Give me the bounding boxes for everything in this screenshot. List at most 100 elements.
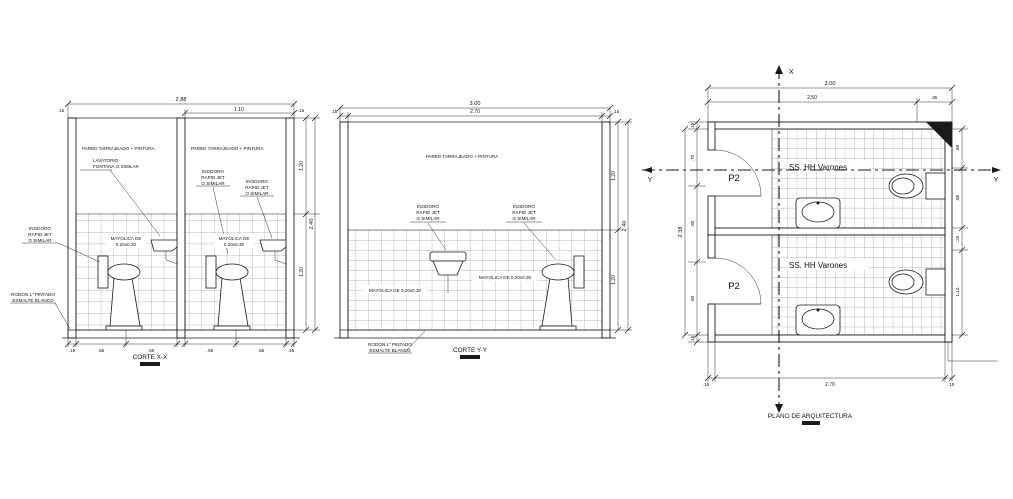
sink-plan-view [795, 197, 841, 229]
dim-top-total: 3.00 [825, 81, 836, 87]
dim-right: .85 [955, 194, 960, 201]
label-lavatorio: LAVATORIO [93, 158, 119, 163]
label-mayolica: MAYOLICA DE 0.20x0.30 [479, 275, 532, 280]
axis-arrow-up [775, 65, 783, 74]
corner-triangle-marker [926, 122, 952, 148]
dim-bottom: .15 [288, 348, 295, 353]
dimension-lines [681, 84, 968, 382]
wall-left [707, 234, 716, 259]
dim-left: .15 [690, 335, 695, 342]
axis-label-y: Y [648, 177, 653, 184]
label-pared: PARED TARRAJEADO + PINTURA [82, 146, 156, 151]
dim-height-total: 2.40 [309, 219, 315, 230]
dim-wall: .15 [613, 109, 620, 114]
door-tag: P2 [728, 173, 740, 184]
label-mask [787, 161, 869, 172]
label-mask [106, 234, 146, 248]
scale-bar [460, 355, 480, 359]
label-inodoro: RAPID JET [201, 175, 225, 180]
scale-bar [140, 362, 160, 366]
corte-xx-section: PARED TARRAJEADO + PINTURA PARED TARRAJE… [10, 97, 320, 366]
dim-bottom: 2.70 [825, 382, 835, 388]
axis-arrow-right [992, 167, 1001, 173]
wall-right [944, 121, 953, 343]
label-rodon: RODON 1" PINTADO [368, 342, 412, 347]
label-mask [363, 286, 427, 294]
dim-bottom: .15 [948, 382, 955, 387]
sink-front-view [429, 251, 467, 293]
dim-bottom: .55 [148, 348, 155, 353]
dim-left: .70 [690, 154, 695, 161]
corte-yy-section: PARED TARRAJEADO + PINTURA INODORO RAPID… [331, 101, 632, 359]
wall-left [707, 303, 716, 343]
label-mask [214, 234, 254, 248]
wall-middle [176, 117, 186, 339]
dim-bottom: .15 [69, 348, 76, 353]
door-tag: P2 [728, 281, 740, 292]
label-inodoro: RAPID JET [245, 185, 269, 190]
dim-bottom: .55 [207, 348, 214, 353]
dim-bottom: .55 [258, 348, 265, 353]
dim-left-total: 2.38 [678, 227, 684, 238]
section-title: CORTE Y-Y [453, 347, 488, 354]
toilet-plan-view [888, 268, 946, 296]
label-mask [787, 259, 869, 270]
dim-bottom: .55 [98, 348, 105, 353]
label-mayolica: 0.20x0.30 [224, 242, 245, 247]
service-line [947, 342, 998, 362]
axis-arrow-down [775, 404, 783, 413]
toilet-side-view [205, 255, 251, 331]
axis-label-y: Y [994, 177, 999, 184]
room-name: SS. HH Varones [789, 261, 847, 270]
label-mayolica: MAYOLICA DE 0.20x0.30 [369, 288, 422, 293]
label-rodon: RODON 1" PINTADO [11, 292, 55, 297]
leader-lines [10, 169, 274, 330]
dim-height-total: 2.40 [622, 221, 628, 232]
dim-wall: .15 [58, 108, 65, 113]
dim-height-upper: 1.20 [299, 161, 305, 171]
sink-side-view [259, 239, 287, 265]
label-inodoro: RAPID JET [28, 232, 52, 237]
dim-right: .60 [955, 144, 960, 151]
dim-left: .15 [690, 122, 695, 129]
label-lavatorio: FONTANA O SIMILAR [93, 164, 140, 169]
scale-bar [802, 421, 820, 425]
sink-plan-view [795, 304, 841, 336]
label-inodoro: O SIMILAR [201, 181, 225, 186]
leader-lines [368, 221, 557, 354]
label-inodoro: INODORO [513, 204, 535, 209]
label-inodoro: INODORO [246, 179, 268, 184]
label-rodon: ESMALTE BLANCO [12, 298, 54, 303]
label-inodoro: RAPID JET [512, 210, 536, 215]
label-inodoro: INODORO [29, 226, 51, 231]
plan-title: PLANO DE ARQUITECTURA [768, 413, 853, 420]
wall-left [339, 121, 349, 339]
toilet-side-view [97, 255, 143, 331]
label-inodoro: INODORO [417, 204, 439, 209]
label-inodoro: O SIMILAR [28, 238, 52, 243]
wall-left [67, 117, 77, 339]
wall-left [707, 121, 716, 151]
dim-height-upper: 1.20 [611, 171, 617, 181]
wall-top [707, 121, 953, 130]
dim-left: .60 [690, 295, 695, 302]
label-pared: PARED TARRAJEADO + PINTURA [426, 154, 500, 159]
dim-left: .93 [690, 220, 695, 227]
label-rodon: ESMALTE BLANCO [369, 348, 411, 353]
dim-top-main: 2.50 [807, 95, 817, 101]
label-inodoro: O SIMILAR [245, 191, 269, 196]
wall-middle [714, 227, 946, 236]
wall-right [285, 117, 295, 339]
label-pared: PARED TARRAJEADO + PINTURA [191, 146, 265, 151]
floor-plan: SS. HH Varones SS. HH Varones P2 P2 X Y … [642, 65, 1002, 425]
axis-label-x: X [789, 69, 794, 76]
dim-total-width: 2.88 [176, 97, 187, 103]
room-name: SS. HH Varones [789, 163, 847, 172]
door-swing [714, 257, 762, 305]
label-inodoro: O SIMILAR [416, 216, 440, 221]
wall-bottom [707, 334, 953, 343]
dim-top-right: .35 [931, 95, 938, 100]
door-swing [714, 149, 762, 197]
